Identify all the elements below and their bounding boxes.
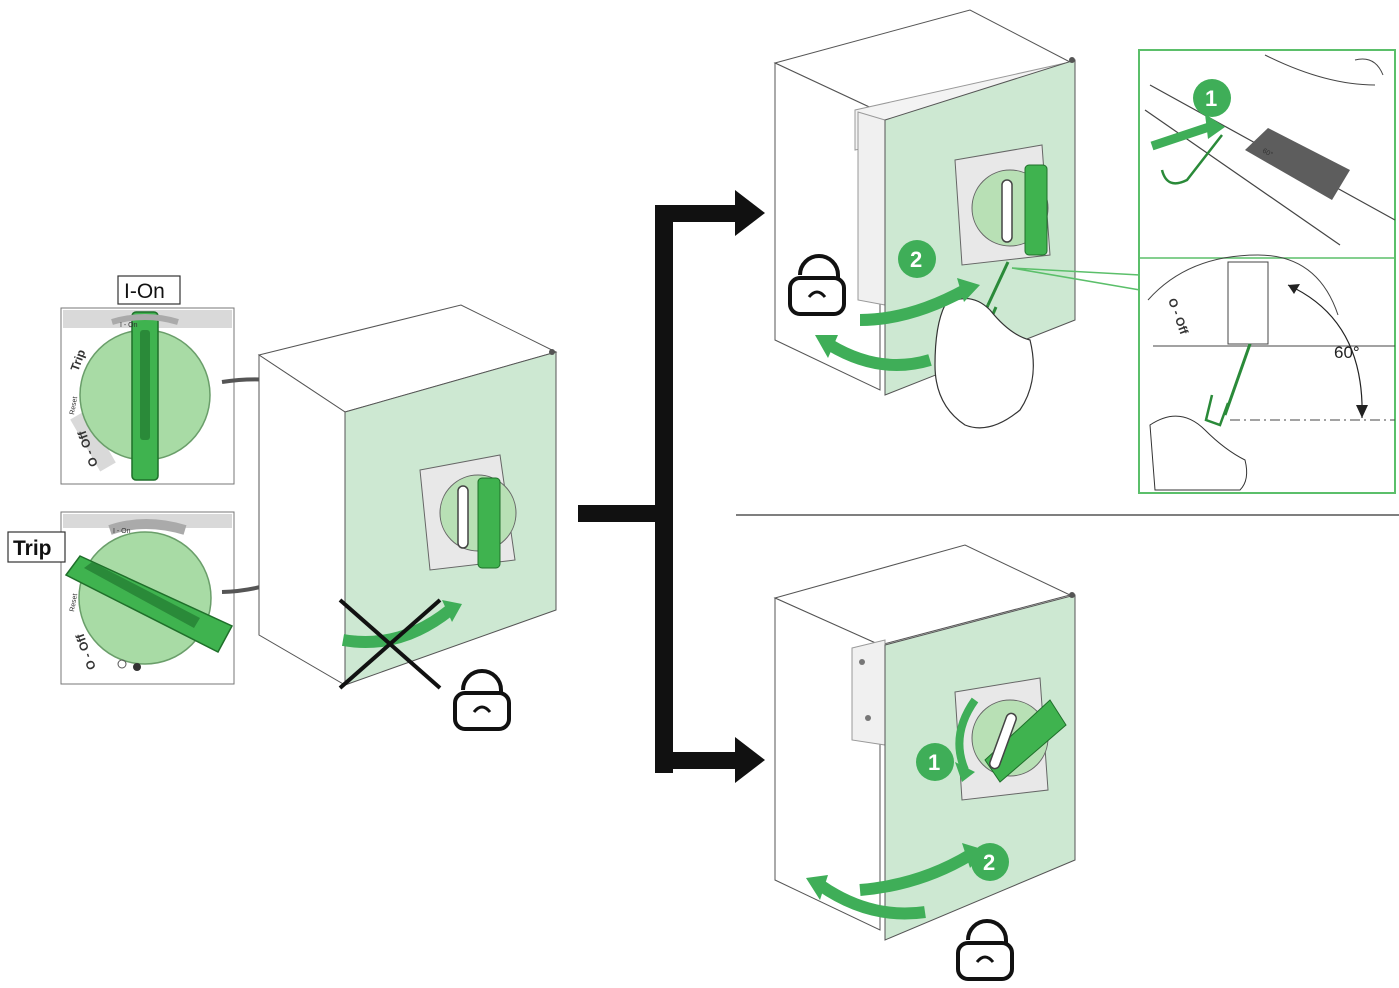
handle-trip-panel: I - On Reset O - Off — [60, 511, 235, 685]
trip-label-box: Trip — [7, 531, 66, 563]
dial-reset-mark-2: Reset — [69, 593, 79, 612]
enclosure-bottom — [773, 544, 1076, 941]
trip-label: Trip — [13, 537, 52, 560]
handle-on-panel: I - On Trip Reset O - Off — [60, 307, 235, 485]
step-1-number-bottom: 1 — [928, 750, 940, 775]
padlock-open-icon-top — [788, 254, 846, 316]
enclosure-top — [773, 9, 1076, 429]
dial-reset-mark: Reset — [69, 396, 79, 415]
padlock-icon — [453, 669, 511, 731]
step-1-number-detail: 1 — [1205, 86, 1217, 111]
on-label-box: I-On — [117, 275, 181, 305]
dial-on-mark: I - On — [120, 322, 138, 329]
on-label: I-On — [124, 280, 165, 303]
step-2-number-top: 2 — [910, 247, 922, 272]
step-2-number-bottom: 2 — [983, 850, 995, 875]
step-2-badge-bottom: 2 — [971, 843, 1009, 881]
detail-box: 60° O - Off 60° — [1138, 49, 1396, 494]
padlock-open-icon-bottom — [956, 919, 1014, 981]
branch-arrows — [578, 190, 765, 783]
dial-on-mark-2: I - On — [113, 528, 131, 535]
step-1-badge-bottom: 1 — [916, 743, 954, 781]
step-2-badge-top: 2 — [898, 240, 936, 278]
enclosure-center — [257, 304, 558, 690]
step-1-badge-detail: 1 — [1193, 79, 1231, 117]
angle-label: 60° — [1334, 343, 1360, 362]
